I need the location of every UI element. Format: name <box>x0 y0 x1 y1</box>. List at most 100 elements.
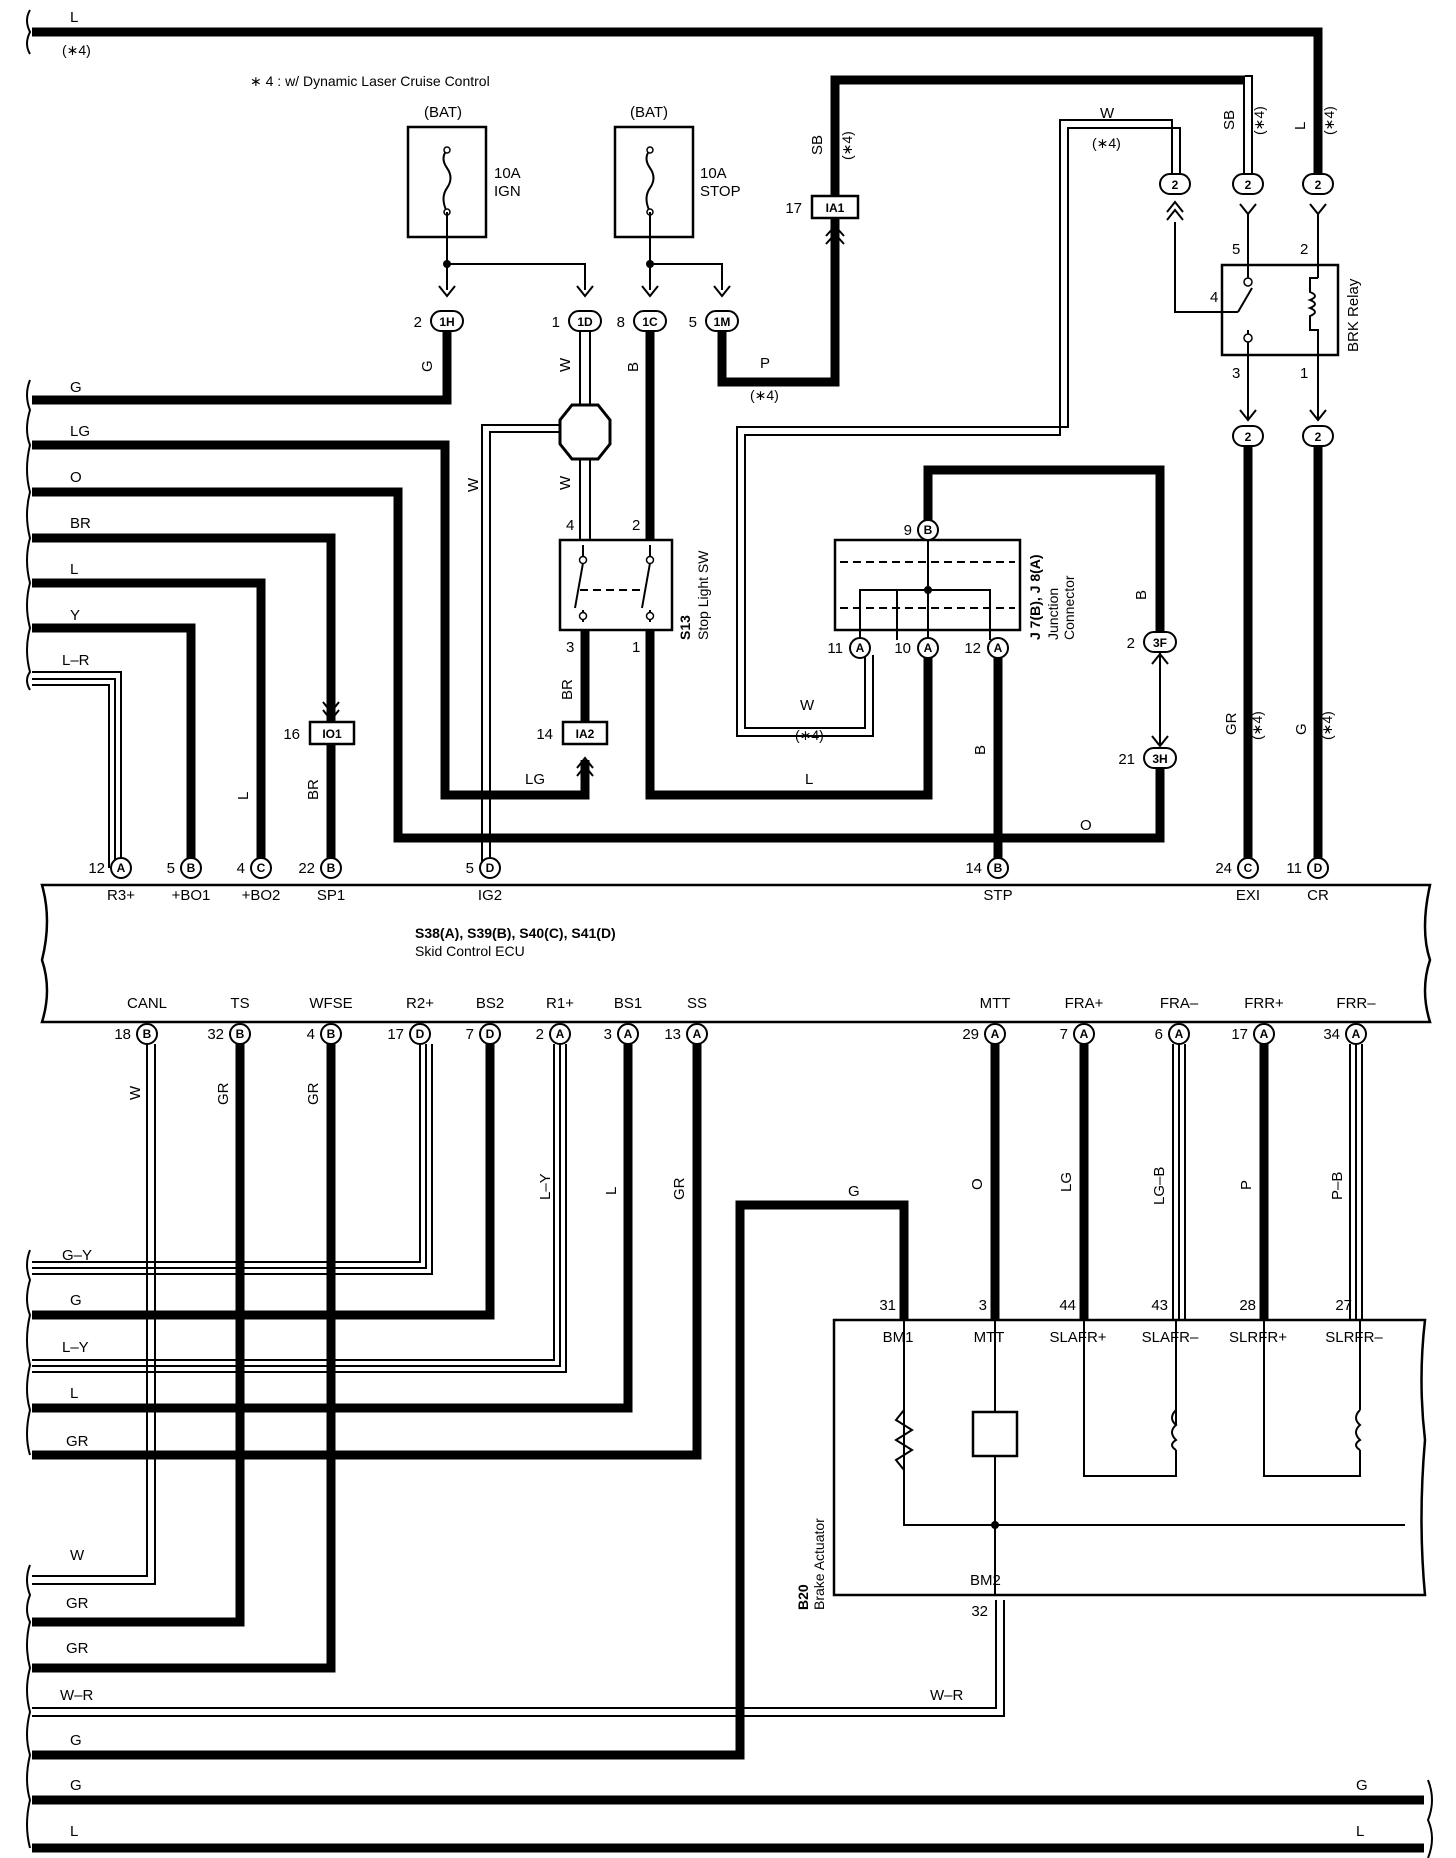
svg-text:C: C <box>257 861 266 875</box>
wire-sb <box>1243 75 1253 182</box>
fuse-stop-supply: (BAT) <box>630 104 668 121</box>
connector-ia2: IA2 14 <box>536 720 609 746</box>
wire-ly <box>32 1044 567 1373</box>
connector-2-d: 2 <box>1232 425 1264 447</box>
svg-text:C: C <box>1244 861 1253 875</box>
wire-w-to-sw <box>579 459 591 545</box>
wire-g-bm1 <box>32 1200 909 1760</box>
svg-text:32: 32 <box>207 1026 224 1043</box>
jc-pin-11: A 11 <box>827 637 871 659</box>
wire-b-jc <box>923 465 1165 640</box>
svg-text:5: 5 <box>167 860 175 877</box>
svg-text:SS: SS <box>687 995 707 1012</box>
svg-text:31: 31 <box>879 1297 896 1314</box>
svg-text:W: W <box>465 477 482 492</box>
svg-text:10: 10 <box>894 640 911 657</box>
svg-text:G: G <box>419 360 436 372</box>
fuse-ign-rating: 10A <box>494 165 521 182</box>
break-mark <box>26 9 32 55</box>
svg-text:29: 29 <box>962 1026 979 1043</box>
svg-text:BS2: BS2 <box>476 995 504 1012</box>
svg-text:2: 2 <box>1245 178 1252 192</box>
wire-lr <box>32 671 122 868</box>
svg-text:32: 32 <box>971 1603 988 1620</box>
svg-text:4: 4 <box>1210 289 1218 306</box>
svg-text:CR: CR <box>1307 887 1329 904</box>
svg-text:34: 34 <box>1323 1026 1340 1043</box>
svg-text:14: 14 <box>536 726 553 743</box>
wire-w-ig2 <box>481 424 560 868</box>
svg-text:FRR+: FRR+ <box>1244 995 1284 1012</box>
svg-text:GR: GR <box>1223 712 1240 735</box>
svg-text:A: A <box>624 1027 633 1041</box>
svg-text:5: 5 <box>689 314 697 331</box>
solenoid-rr <box>1355 1409 1362 1451</box>
svg-text:4: 4 <box>237 860 245 877</box>
jc-code: J 7(B), J 8(A) <box>1027 554 1043 640</box>
wire-l-sw <box>645 630 933 800</box>
ecu-code: S38(A), S39(B), S40(C), S41(D) <box>415 925 616 941</box>
svg-text:P–B: P–B <box>1329 1172 1346 1200</box>
svg-text:(∗4): (∗4) <box>1249 711 1265 740</box>
svg-text:27: 27 <box>1335 1297 1352 1314</box>
jc-name-2: Connector <box>1061 575 1077 640</box>
svg-text:A: A <box>1352 1027 1361 1041</box>
svg-text:GR: GR <box>66 1640 89 1657</box>
svg-text:2: 2 <box>1245 430 1252 444</box>
stop-light-switch <box>558 538 674 632</box>
svg-text:IG2: IG2 <box>478 887 502 904</box>
svg-text:1H: 1H <box>439 315 454 329</box>
wire-w-relay <box>736 119 1181 737</box>
svg-text:L: L <box>70 561 78 578</box>
svg-text:3: 3 <box>979 1297 987 1314</box>
ecu-top-terminals: A12R3+B5+BO1C4+BO2B22SP1D5IG2B14STPC24EX… <box>88 857 1329 904</box>
svg-text:12: 12 <box>964 640 981 657</box>
svg-text:18: 18 <box>114 1026 131 1043</box>
svg-text:(∗4): (∗4) <box>1251 106 1267 135</box>
fuse-element <box>442 149 452 213</box>
svg-text:B: B <box>924 523 933 537</box>
svg-text:R2+: R2+ <box>406 995 434 1012</box>
fuse-stop <box>613 125 695 239</box>
svg-text:G: G <box>848 1183 860 1200</box>
svg-text:2: 2 <box>536 1026 544 1043</box>
svg-text:G: G <box>1293 723 1310 735</box>
svg-text:3: 3 <box>566 639 574 656</box>
svg-text:1: 1 <box>552 314 560 331</box>
break-mark <box>26 1249 32 1849</box>
svg-text:22: 22 <box>298 860 315 877</box>
svg-text:G: G <box>70 1777 82 1794</box>
ecu-name: Skid Control ECU <box>415 943 525 959</box>
svg-text:9: 9 <box>904 522 912 539</box>
svg-text:+BO2: +BO2 <box>242 887 281 904</box>
svg-text:13: 13 <box>664 1026 681 1043</box>
svg-text:8: 8 <box>617 314 625 331</box>
svg-text:2: 2 <box>414 314 422 331</box>
svg-text:A: A <box>856 641 865 655</box>
wire-w-canl <box>32 1044 156 1585</box>
svg-text:SLRFR–: SLRFR– <box>1325 1329 1383 1346</box>
svg-text:7: 7 <box>466 1026 474 1043</box>
svg-text:GR: GR <box>66 1433 89 1450</box>
wire-l-bs1 <box>32 1044 633 1413</box>
svg-text:17: 17 <box>387 1026 404 1043</box>
svg-text:1C: 1C <box>642 315 658 329</box>
skid-control-ecu <box>40 883 1432 1024</box>
svg-text:A: A <box>1080 1027 1089 1041</box>
motor-relay-box <box>971 1410 1019 1458</box>
svg-text:5: 5 <box>466 860 474 877</box>
svg-text:TS: TS <box>230 995 249 1012</box>
svg-text:GR: GR <box>215 1082 232 1105</box>
svg-text:17: 17 <box>1231 1026 1248 1043</box>
ecu-bottom-terminal: FRR+A17 <box>1231 995 1284 1045</box>
svg-text:WFSE: WFSE <box>309 995 352 1012</box>
svg-text:1: 1 <box>632 639 640 656</box>
svg-text:L: L <box>805 771 813 788</box>
svg-text:W–R: W–R <box>930 1687 964 1704</box>
